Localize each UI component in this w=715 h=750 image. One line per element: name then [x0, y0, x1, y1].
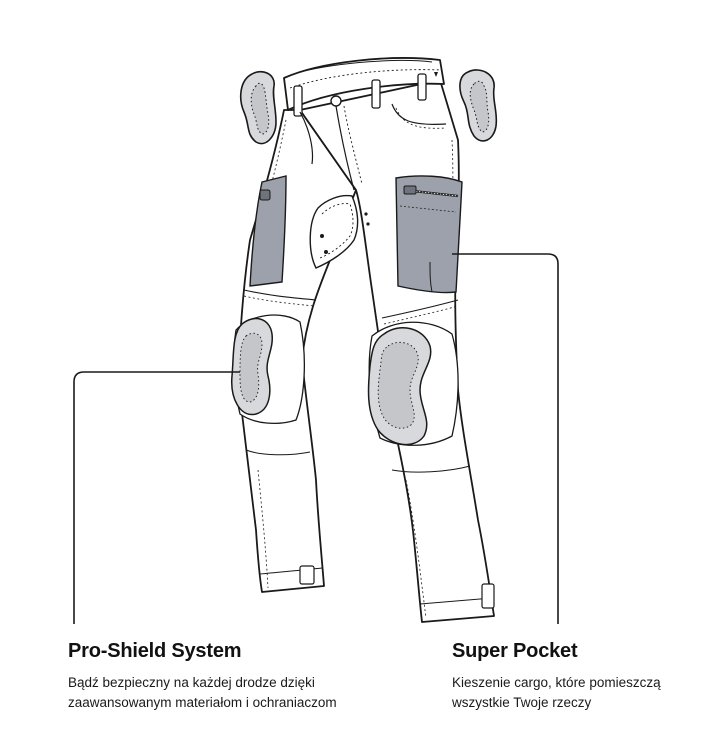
feature-description: Kieszenie cargo, które pomieszczą wszyst…: [452, 673, 712, 713]
feature-pro-shield: Pro-Shield System Bądź bezpieczny na każ…: [68, 640, 398, 713]
cargo-pocket-right: [395, 175, 463, 294]
feature-description: Bądź bezpieczny na każdej drodze dzięki …: [68, 673, 398, 713]
waistband: [283, 57, 445, 111]
feature-description-line: Kieszenie cargo, które pomieszczą: [452, 675, 661, 690]
waist-button: [330, 95, 342, 107]
hip-protector-left: [239, 70, 277, 145]
callout-line-right: [452, 253, 559, 624]
feature-title: Super Pocket: [452, 640, 578, 662]
feature-description-line: wszystkie Twoje rzeczy: [452, 695, 592, 710]
callout-line-left: [73, 371, 240, 624]
cargo-pocket-left: [249, 175, 287, 287]
feature-description-line: zaawansowanym materiałom i ochraniaczom: [68, 695, 337, 710]
feature-super-pocket: Super Pocket Kieszenie cargo, które pomi…: [452, 640, 712, 713]
feature-title: Pro-Shield System: [68, 640, 242, 662]
hip-protector-right: [459, 69, 498, 142]
feature-description-line: Bądź bezpieczny na każdej drodze dzięki: [68, 675, 315, 690]
